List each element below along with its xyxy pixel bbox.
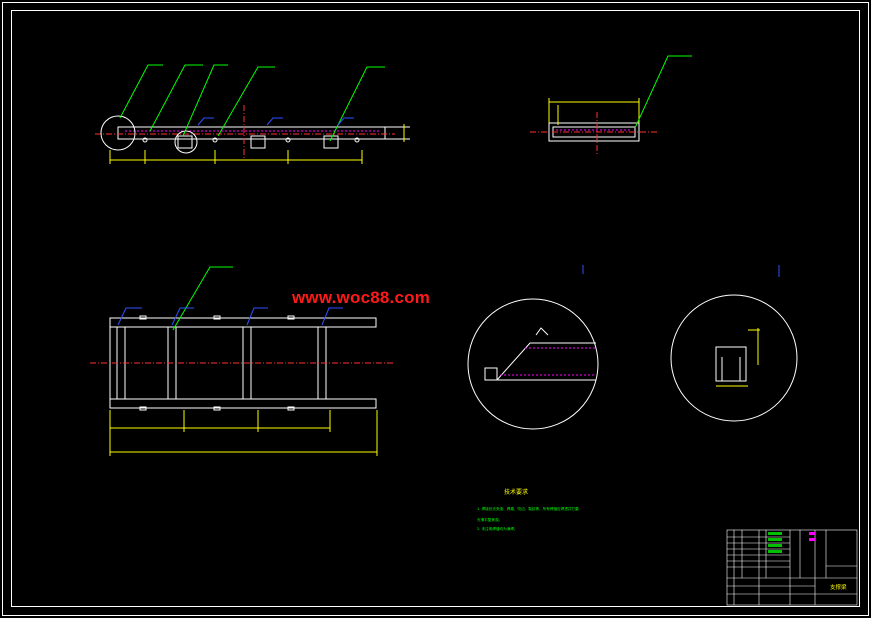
detail-circle-b [174, 130, 198, 154]
detail-circle-a [100, 115, 136, 151]
note-line: 2. 未注明焊缝均为满焊。 [477, 527, 518, 531]
front-view [95, 64, 410, 164]
watermark: www.woc88.com [292, 288, 431, 307]
note-line: 1. 焊接处无夹渣、焊瘤、咬边、裂纹等，所有焊缝应焊透并打磨 [477, 507, 579, 511]
note-line: 光滑平整美观。 [477, 518, 503, 522]
title-block [726, 529, 858, 606]
side-view [530, 55, 692, 155]
detail-a [467, 265, 599, 430]
inner-frame [11, 10, 860, 607]
detail-b [670, 265, 798, 422]
drawing-name: 支撑梁 [830, 585, 847, 591]
notes-title: 技术要求 [504, 489, 529, 496]
title-block-fills [768, 532, 815, 553]
plan-view [90, 266, 395, 456]
